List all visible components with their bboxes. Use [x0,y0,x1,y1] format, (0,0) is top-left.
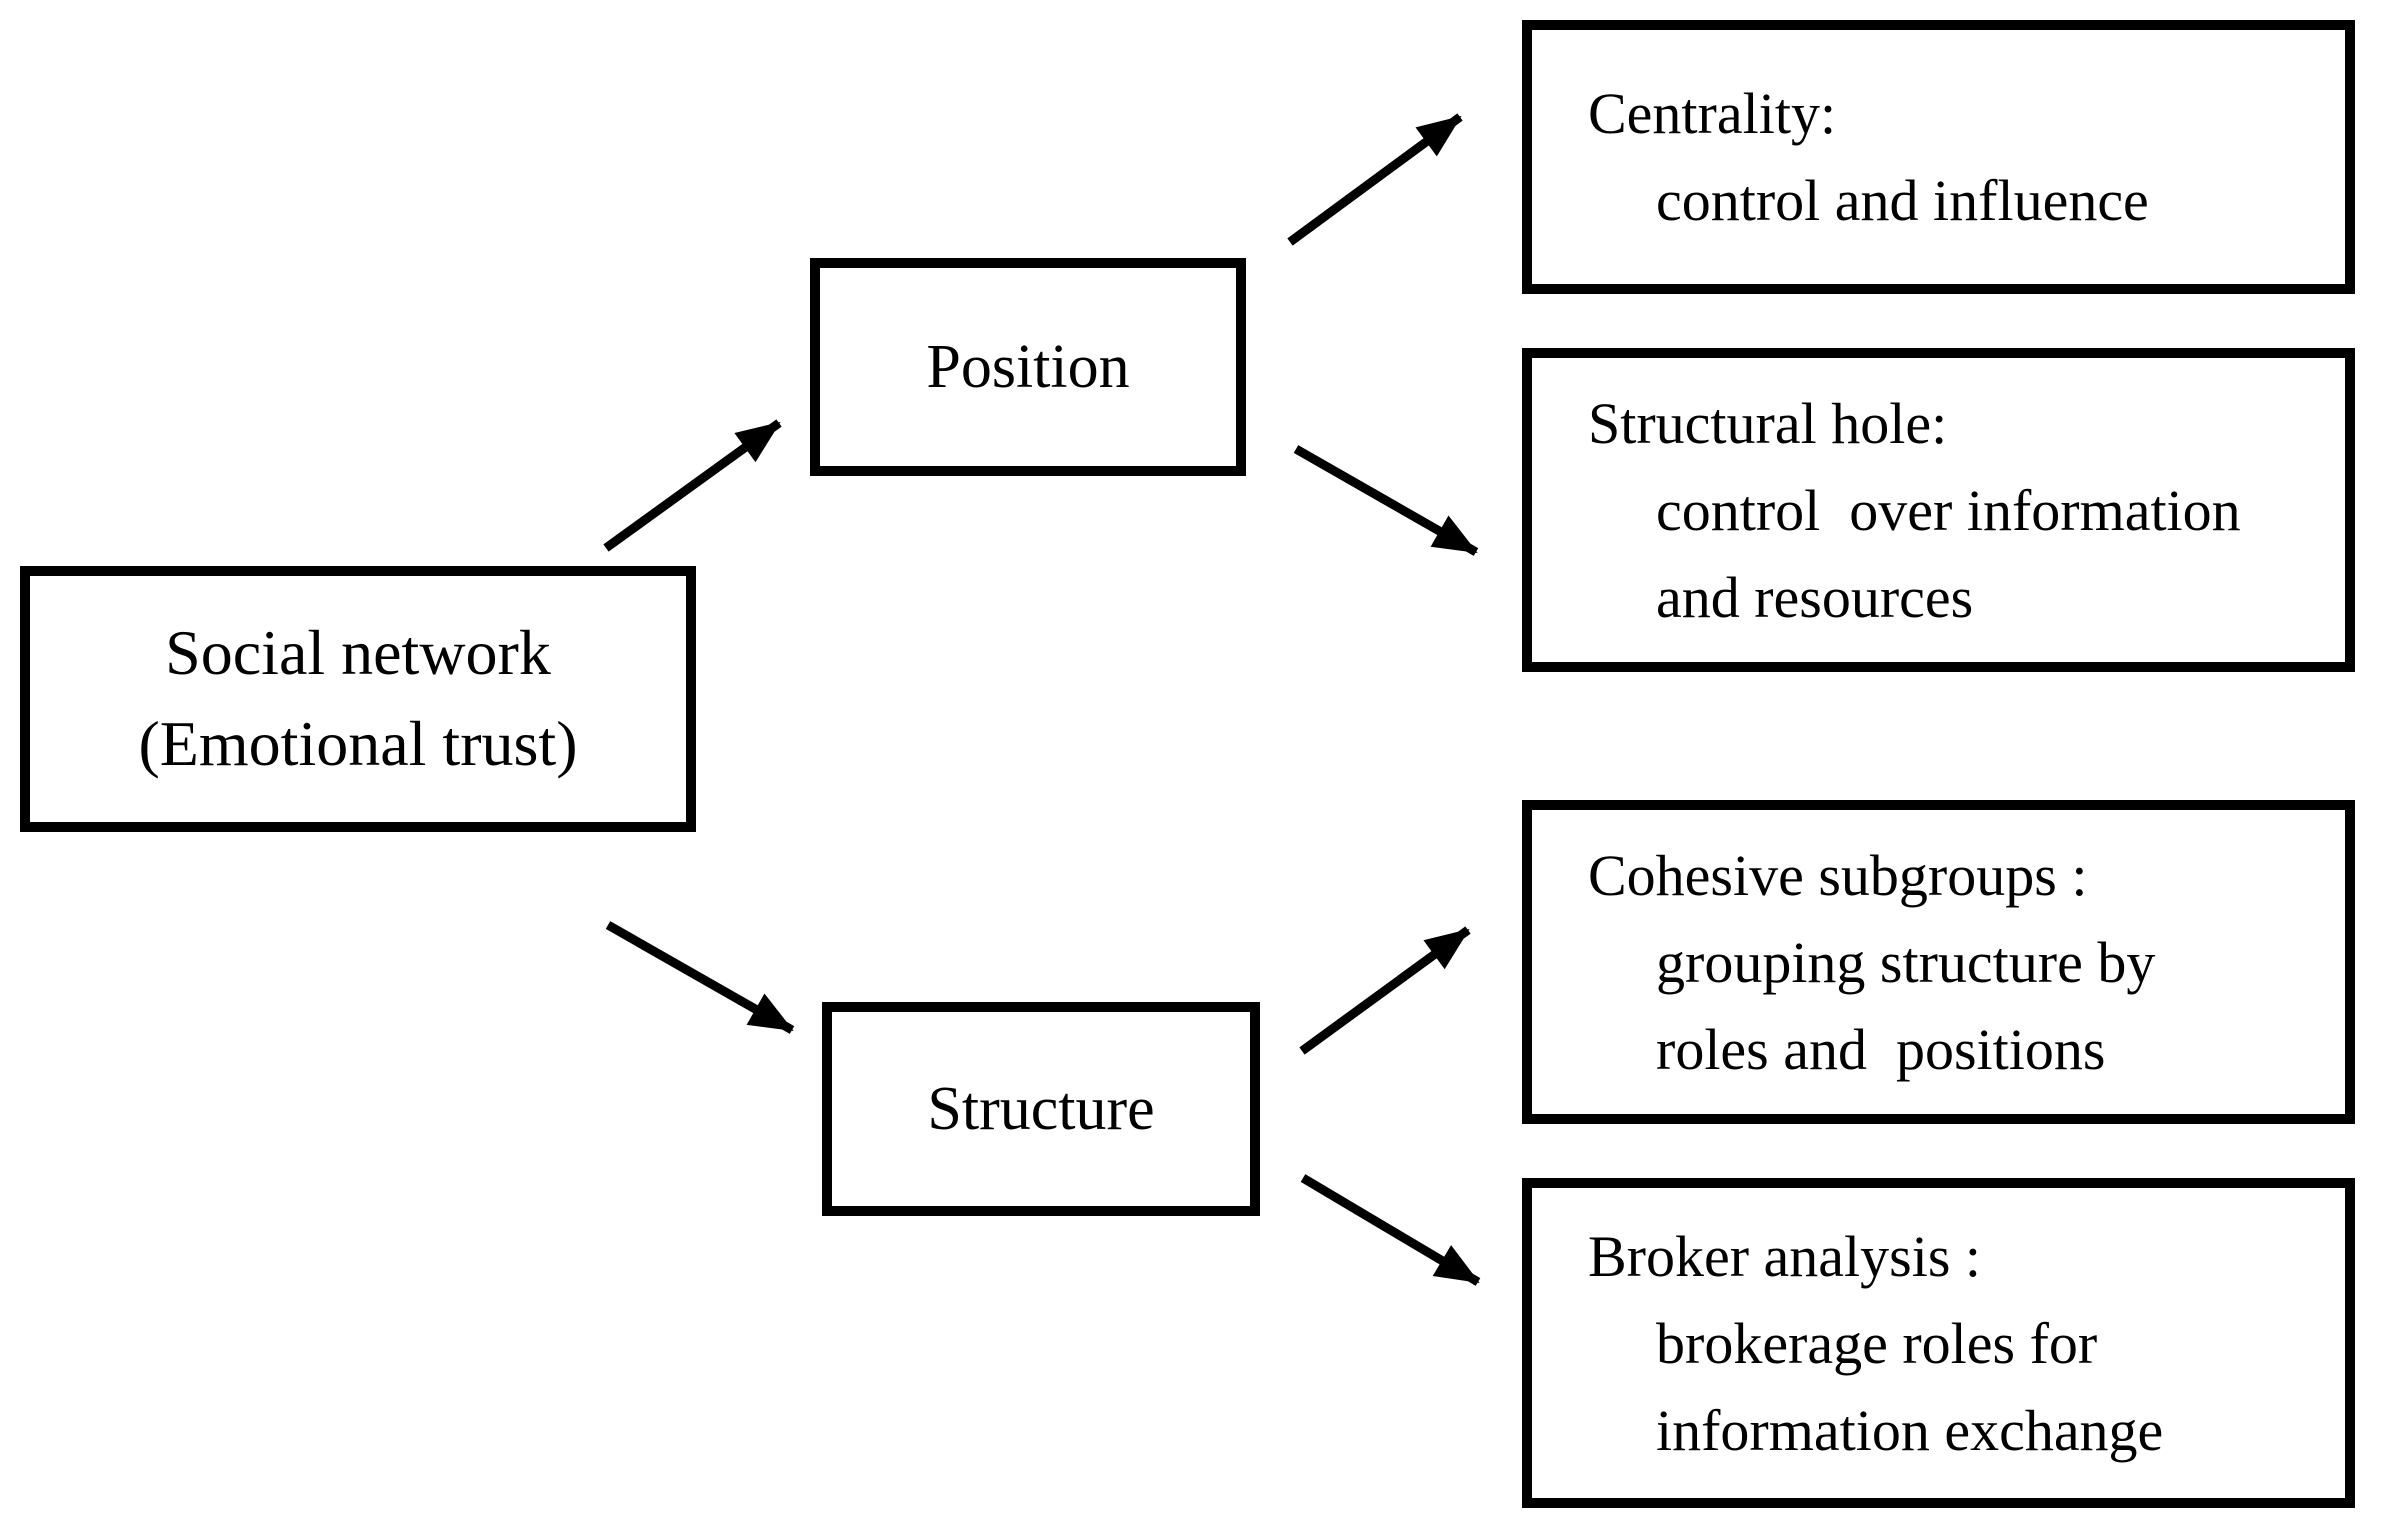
position-label: Position [926,332,1130,401]
structure-node: Structure [822,1002,1260,1216]
arrow-structure-to-broker [1300,1174,1481,1286]
arrow-position-to-structural-hole [1293,445,1479,556]
structure-label: Structure [927,1074,1155,1143]
structural-hole-line-1: control over information [1656,477,2241,543]
broker-analysis-line-1: brokerage roles for [1656,1310,2098,1376]
social-network-label-line2: (Emotional trust) [138,708,578,779]
arrow-structure-to-cohesive [1299,926,1471,1055]
position-node: Position [810,258,1246,476]
arrow-position-to-centrality [1287,113,1463,246]
cohesive-subgroups-line-1: grouping structure by [1656,929,2156,995]
arrow-social-to-position [603,419,782,552]
centrality-title: Centrality: [1588,81,1837,146]
broker-analysis-line-2: information exchange [1656,1397,2164,1463]
structural-hole-title: Structural hole: [1588,390,1948,456]
centrality-node: Centrality: control and influence [1522,20,2355,294]
broker-analysis-title: Broker analysis : [1588,1223,1982,1289]
centrality-line-1: control and influence [1656,168,2149,233]
cohesive-subgroups-title: Cohesive subgroups : [1588,842,2088,908]
broker-analysis-node: Broker analysis : brokerage roles for in… [1522,1178,2355,1508]
social-network-label-line1: Social network [165,617,551,689]
structural-hole-node: Structural hole: control over informatio… [1522,348,2355,672]
social-network-node: Social network (Emotional trust) [20,566,696,832]
cohesive-subgroups-line-2: roles and positions [1656,1016,2106,1082]
structural-hole-line-2: and resources [1656,564,1974,630]
arrow-social-to-structure [605,921,795,1034]
cohesive-subgroups-node: Cohesive subgroups : grouping structure … [1522,800,2355,1124]
